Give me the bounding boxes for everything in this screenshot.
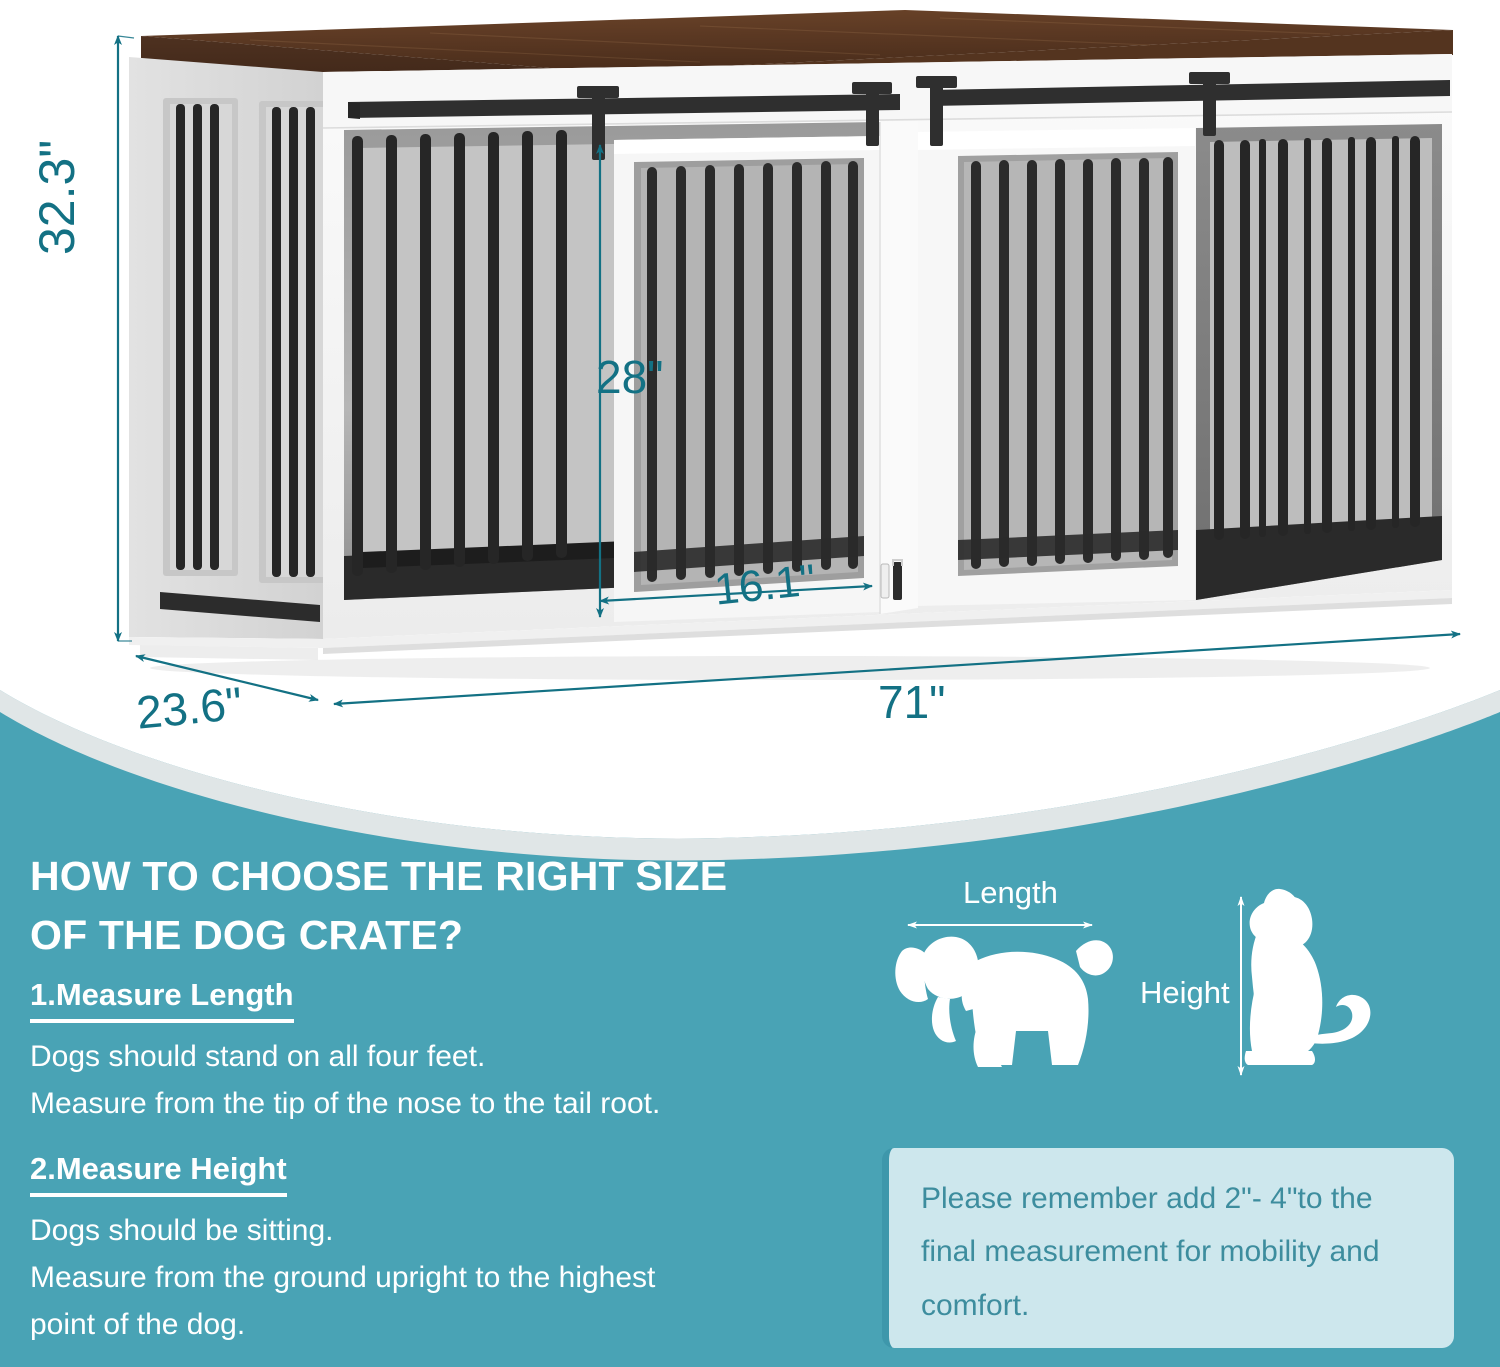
standing-dog-icon: [895, 936, 1113, 1067]
step-2-title: 2.Measure Height: [30, 1151, 287, 1198]
step-2-body: Dogs should be sitting. Measure from the…: [30, 1208, 790, 1348]
dimension-line-depth: [135, 654, 319, 702]
product-image-area: 32.3" 28" 16.1" 23.6" 71": [29, 10, 1461, 739]
headline-line-1: HOW TO CHOOSE THE RIGHT SIZE: [30, 853, 728, 899]
headline-line-2: OF THE DOG CRATE?: [30, 912, 464, 959]
dimension-line-width: [333, 630, 1461, 708]
dimension-line-inner-width: [599, 582, 873, 605]
step-2-line-2: Measure from the ground upright to the h…: [30, 1260, 656, 1294]
how-to-choose-size-panel: HOW TO CHOOSE THE RIGHT SIZE OF THE DOG …: [0, 690, 1500, 1367]
height-dimension-label: Height: [1140, 975, 1230, 1010]
dog-measurement-diagram: Length Height: [880, 875, 1500, 1120]
dimension-label-overall-height: 32.3": [29, 139, 85, 255]
panel-headline: HOW TO CHOOSE THE RIGHT SIZE OF THE DOG …: [30, 847, 830, 966]
sitting-dog-icon: [1244, 888, 1371, 1065]
step-2-line-1: Dogs should be sitting.: [30, 1214, 334, 1247]
step-2-line-3: point of the dog.: [30, 1307, 246, 1341]
dog-silhouettes: [895, 888, 1371, 1076]
step-1-title: 1.Measure Length: [30, 977, 294, 1024]
dimension-label-inner-width: 16.1": [712, 555, 818, 615]
note-callout-box: Please remember add 2"- 4"to the final m…: [882, 1148, 1454, 1348]
length-dimension-label: Length: [963, 875, 1058, 910]
note-callout-text: Please remember add 2"- 4"to the final m…: [921, 1182, 1380, 1322]
info-panel-content: HOW TO CHOOSE THE RIGHT SIZE OF THE DOG …: [0, 690, 1500, 1367]
dimension-label-inner-height: 28": [596, 351, 664, 403]
dog-crate-illustration: [114, 10, 1461, 708]
step-1-line-2: Measure from the tip of the nose to the …: [30, 1086, 661, 1120]
step-1-body: Dogs should stand on all four feet. Meas…: [30, 1034, 790, 1128]
step-1-line-1: Dogs should stand on all four feet.: [30, 1040, 486, 1073]
dimension-label-overall-width: 71": [878, 676, 946, 728]
